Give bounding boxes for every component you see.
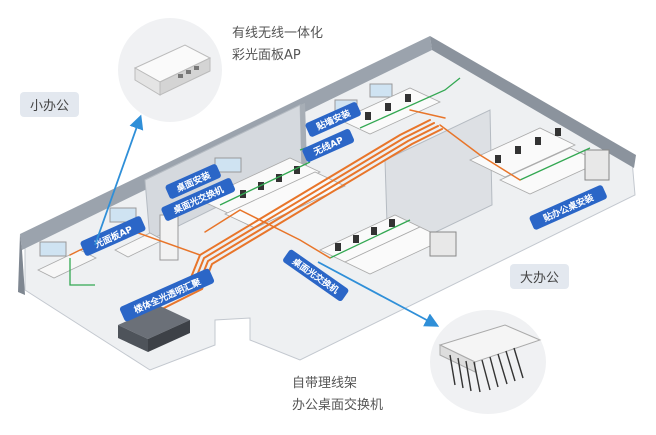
server-cabinet xyxy=(159,214,179,261)
printer xyxy=(584,149,610,181)
callout-arrow-top xyxy=(94,114,144,246)
callout-arrow-bottom xyxy=(317,261,440,327)
window xyxy=(214,157,242,173)
aggregation-rack xyxy=(118,306,190,352)
window xyxy=(39,241,67,257)
window xyxy=(369,83,393,98)
printer xyxy=(429,231,457,257)
desk-switch-product-image xyxy=(430,310,546,414)
callout-top-title-line2: 彩光面板AP xyxy=(232,48,301,63)
left-wall xyxy=(18,234,25,295)
right-wall xyxy=(430,36,636,168)
window xyxy=(109,207,137,223)
callout-bottom-title-line2: 办公桌面交换机 xyxy=(292,398,384,413)
zone-label-small-office: 小办公 xyxy=(20,92,80,117)
callout-bottom-title-line1: 自带理线架 xyxy=(292,376,358,391)
panel-ap-product-image xyxy=(118,18,222,122)
zone-label-big-office: 大办公 xyxy=(510,264,570,289)
callout-top-title-line1: 有线无线一体化 xyxy=(232,26,324,41)
